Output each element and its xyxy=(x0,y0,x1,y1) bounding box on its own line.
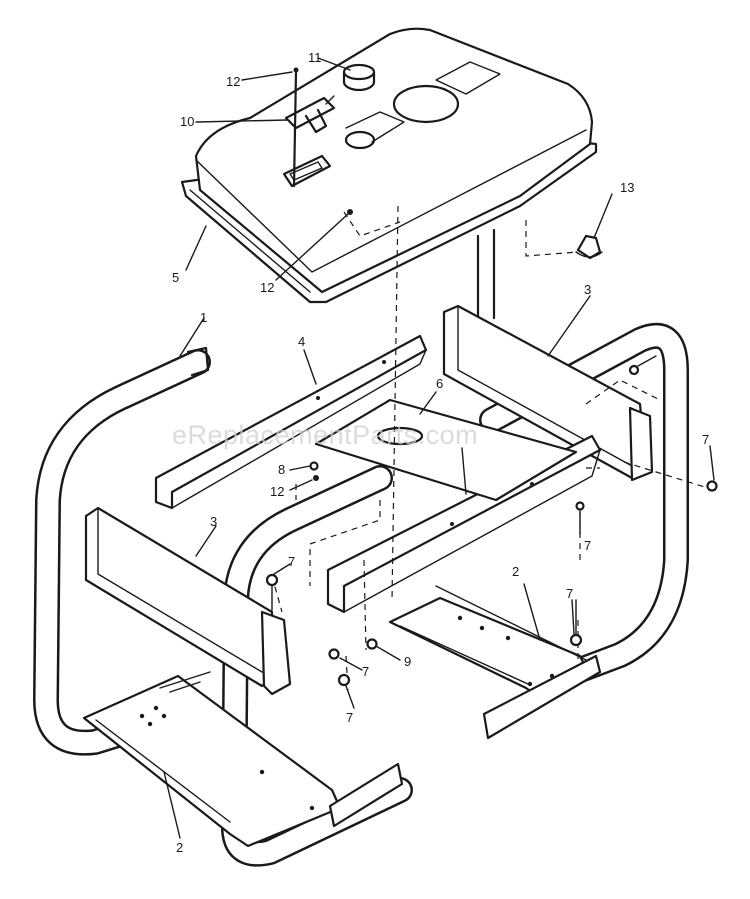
screw-12-top xyxy=(292,67,299,188)
assembly-lines xyxy=(271,205,709,691)
callout-11: 11 xyxy=(308,50,322,65)
callout-labels: 12 10 11 12 5 13 3 1 4 6 7 8 12 3 7 7 2 … xyxy=(172,50,709,855)
angle-bracket-upper xyxy=(154,334,428,510)
nut-9 xyxy=(366,638,378,650)
callout-10: 10 xyxy=(180,114,194,129)
base-skid-front xyxy=(328,762,404,828)
bolt-7-right xyxy=(706,480,718,492)
callout-9: 9 xyxy=(404,654,411,669)
filler-cap xyxy=(342,63,376,92)
rear-frame-post xyxy=(476,228,496,332)
leader-lines xyxy=(163,57,715,839)
callout-7-base: 7 xyxy=(566,586,573,601)
callout-13: 13 xyxy=(620,180,634,195)
callout-2-right: 2 xyxy=(512,564,519,579)
front-cross-channel xyxy=(84,506,292,696)
screw-12-tank-bottom xyxy=(347,209,353,215)
callout-6: 6 xyxy=(436,376,443,391)
callout-3-rear: 3 xyxy=(584,282,591,297)
callout-7-right: 7 xyxy=(702,432,709,447)
bolt-7-front xyxy=(265,573,279,611)
callout-7-lower-a: 7 xyxy=(362,664,369,679)
bolt-7-rear-upper xyxy=(628,355,657,376)
rear-cross-channel xyxy=(442,304,654,482)
callout-7-front: 7 xyxy=(288,554,295,569)
right-rear-tube-frame xyxy=(479,322,689,685)
callout-7-lower-b: 7 xyxy=(346,710,353,725)
fuel-tank xyxy=(180,27,598,304)
callout-3-front: 3 xyxy=(210,514,217,529)
callout-4: 4 xyxy=(298,334,305,349)
base-skid-right xyxy=(482,654,602,740)
screw-12-plate xyxy=(313,475,319,481)
bolt-7-rear-mid xyxy=(575,501,585,511)
bolt-7-base-right xyxy=(569,599,583,647)
left-tube-frame xyxy=(33,346,211,756)
callout-12-plate: 12 xyxy=(270,484,284,499)
base-rail-left xyxy=(82,671,342,848)
watermark: eReplacementParts.com xyxy=(172,420,478,450)
callout-1: 1 xyxy=(200,310,207,325)
callout-7-rear: 7 xyxy=(584,538,591,553)
engine-mount-plate xyxy=(314,398,578,502)
angle-bracket-lower xyxy=(326,434,602,614)
washer-8 xyxy=(309,461,319,471)
callout-2-left: 2 xyxy=(176,840,183,855)
callout-12-tank: 12 xyxy=(260,280,274,295)
grommet xyxy=(575,234,603,260)
callout-5: 5 xyxy=(172,270,179,285)
callout-12-top: 12 xyxy=(226,74,240,89)
bolt-7-front-lower xyxy=(328,648,351,687)
callout-8: 8 xyxy=(278,462,285,477)
fuel-valve xyxy=(284,95,336,134)
